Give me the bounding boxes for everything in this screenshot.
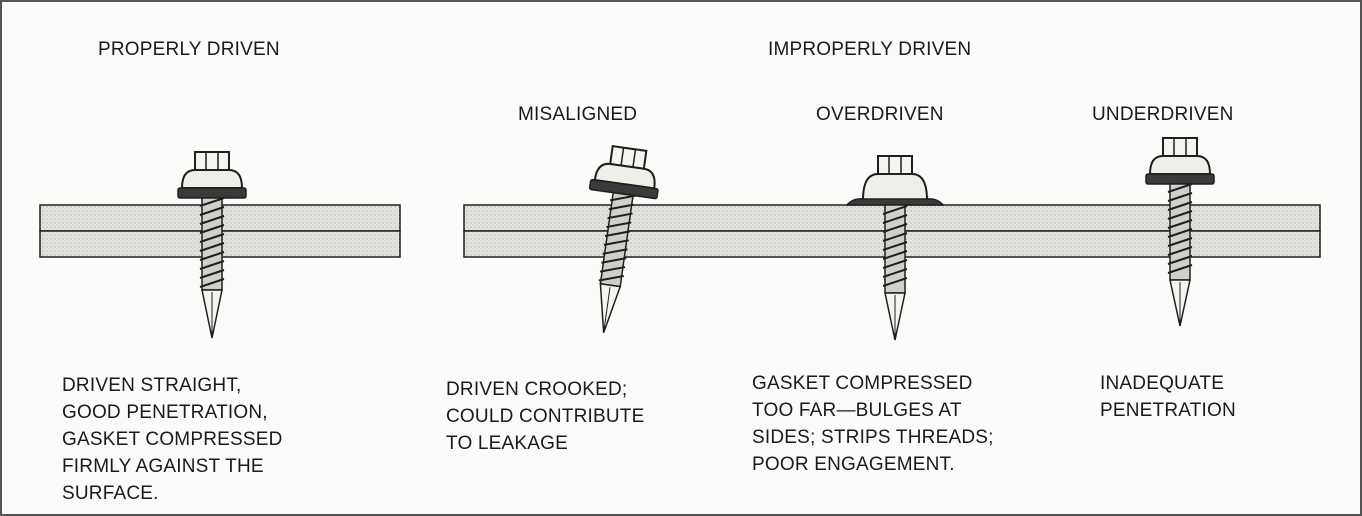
description-misaligned: DRIVEN CROOKED; COULD CONTRIBUTE TO LEAK… (446, 376, 645, 457)
description-line: INADEQUATE (1100, 373, 1225, 394)
description-line: GASKET COMPRESSED (62, 429, 283, 450)
screw-misaligned (588, 145, 659, 333)
description-line: TOO FAR—BULGES AT (752, 400, 962, 421)
heading-properly-driven: PROPERLY DRIVEN (98, 39, 280, 60)
description-overdriven: GASKET COMPRESSED TOO FAR—BULGES AT SIDE… (752, 370, 994, 478)
label-misaligned: MISALIGNED (518, 104, 638, 125)
description-line: DRIVEN STRAIGHT, (62, 375, 242, 396)
description-line: SIDES; STRIPS THREADS; (752, 427, 994, 448)
description-line: GASKET COMPRESSED (752, 373, 973, 394)
description-line: COULD CONTRIBUTE (446, 406, 645, 427)
description-underdriven: INADEQUATE PENETRATION (1100, 370, 1236, 424)
label-underdriven: UNDERDRIVEN (1092, 104, 1234, 125)
description-line: GOOD PENETRATION, (62, 402, 268, 423)
screw-underdriven (1145, 137, 1215, 327)
description-line: FIRMLY AGAINST THE (62, 456, 264, 477)
description-properly-driven: DRIVEN STRAIGHT, GOOD PENETRATION, GASKE… (62, 372, 283, 507)
description-line: DRIVEN CROOKED; (446, 379, 628, 400)
label-overdriven: OVERDRIVEN (816, 104, 944, 125)
description-line: POOR ENGAGEMENT. (752, 454, 955, 475)
screw-properly-driven (177, 151, 247, 339)
description-line: TO LEAKAGE (446, 433, 569, 454)
description-line: SURFACE. (62, 483, 159, 504)
description-line: PENETRATION (1100, 400, 1236, 421)
heading-improperly-driven: IMPROPERLY DRIVEN (768, 39, 972, 60)
screw-overdriven (845, 155, 945, 341)
